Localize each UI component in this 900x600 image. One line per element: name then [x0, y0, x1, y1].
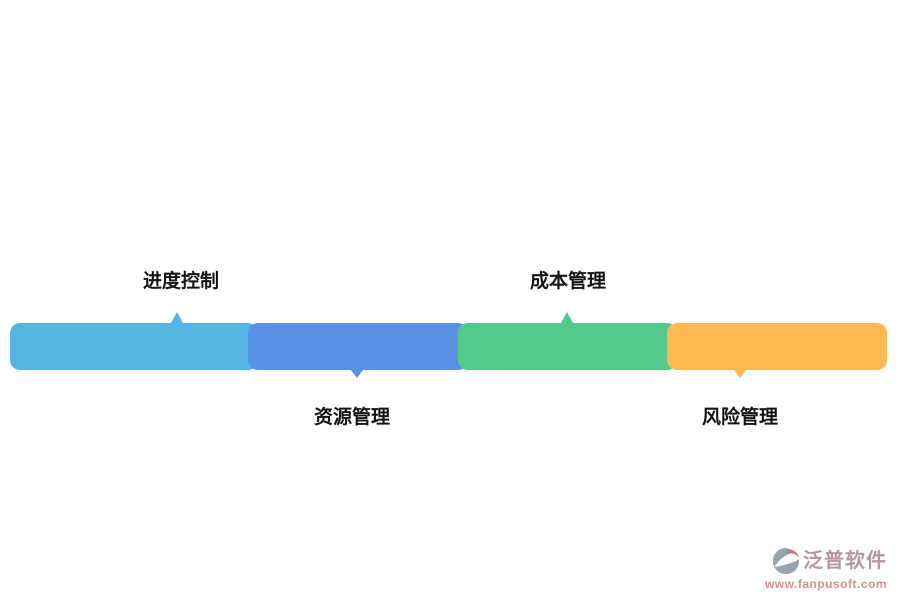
label-cost-management: 成本管理 [529, 271, 607, 292]
pointer-down-icon [734, 370, 746, 378]
segment-schedule-control [10, 323, 258, 370]
pointer-up-icon [171, 312, 183, 323]
segment-cost-management [458, 323, 677, 370]
watermark-brand: 泛普软件 [803, 550, 887, 572]
segment-risk-management [667, 323, 887, 370]
label-risk-management: 风险管理 [701, 407, 779, 428]
watermark: 泛普软件 www.fanpusoft.com [765, 546, 887, 590]
fanpu-logo-icon [771, 546, 801, 576]
segment-resource-management [248, 323, 468, 370]
label-resource-management: 资源管理 [313, 407, 391, 428]
pointer-up-icon [561, 312, 573, 323]
watermark-url: www.fanpusoft.com [764, 577, 887, 591]
label-schedule-control: 进度控制 [142, 271, 220, 292]
pointer-down-icon [351, 370, 363, 378]
